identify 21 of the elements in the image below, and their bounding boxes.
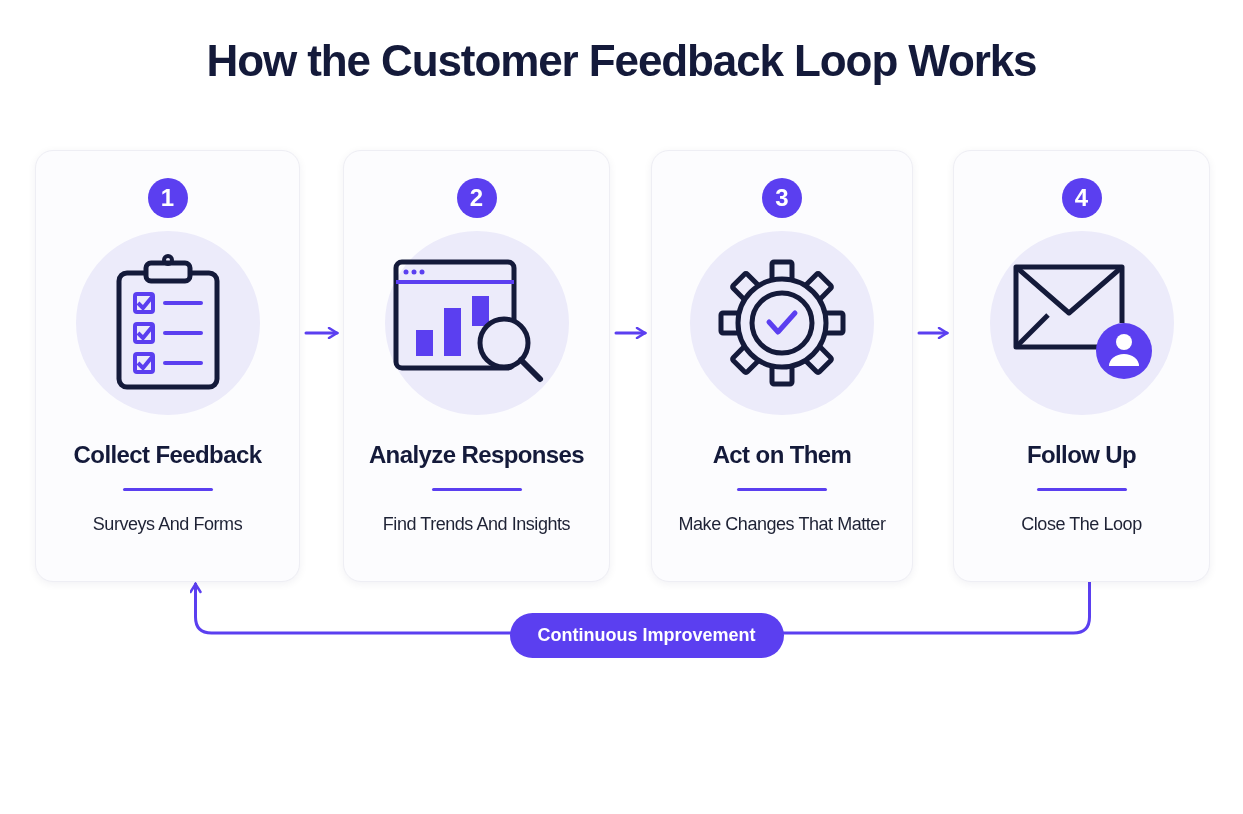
step-number: 4 xyxy=(1061,178,1102,218)
step-card xyxy=(651,150,913,582)
step-card xyxy=(35,150,300,582)
step-heading: Collect Feedback xyxy=(73,440,262,470)
step-description: Make Changes That Matter xyxy=(678,513,886,536)
step-number: 3 xyxy=(762,178,802,218)
step-heading: Analyze Responses xyxy=(368,440,585,470)
step-number: 1 xyxy=(147,178,188,218)
title: How the Customer Feedback Loop Works xyxy=(206,35,1037,87)
step-description: Surveys And Forms xyxy=(92,513,243,536)
step-description: Find Trends And Insights xyxy=(382,513,571,536)
edge-label: Continuous Improvement xyxy=(509,613,784,658)
step-number: 2 xyxy=(456,178,497,218)
step-heading: Follow Up xyxy=(1026,440,1137,470)
step-description: Close The Loop xyxy=(1021,513,1142,536)
arrow xyxy=(917,326,949,340)
arrow xyxy=(614,326,647,340)
step-card xyxy=(953,150,1210,582)
step-heading: Act on Them xyxy=(712,440,852,470)
step-card xyxy=(343,150,610,582)
arrow xyxy=(304,326,339,340)
